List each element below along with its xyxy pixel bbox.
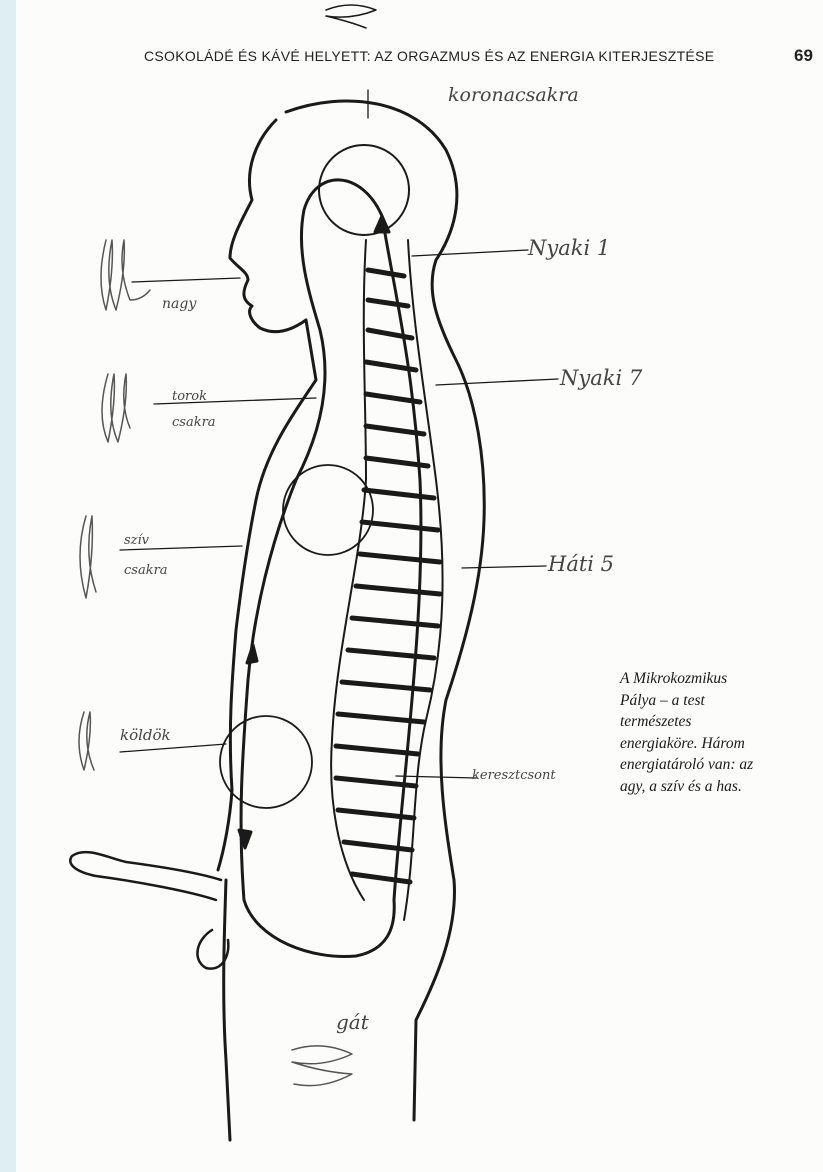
caption-line: energiatároló van: az (620, 754, 823, 776)
caption-line: energiaköre. Három (620, 733, 823, 755)
label-gat: gát (336, 1010, 369, 1034)
caption-line: A Mikrokozmikus (620, 668, 823, 690)
microcosmic-orbit-illustration (16, 0, 823, 1172)
figure-caption: A Mikrokozmikus Pálya – a test természet… (620, 668, 823, 797)
caption-line: természetes (620, 711, 823, 733)
label-sziv-csakra: szív csakra (124, 526, 194, 586)
label-keresztcsont: keresztcsont (472, 768, 556, 783)
book-page: CSOKOLÁDÉ ÉS KÁVÉ HELYETT: AZ ORGAZMUS É… (16, 0, 823, 1172)
label-hati-5: Háti 5 (548, 552, 614, 576)
label-torok-csakra: torok csakra (172, 384, 250, 436)
label-nyaki-1: Nyaki 1 (528, 236, 610, 260)
label-koronacsakra: koronacsakra (448, 84, 579, 106)
caption-line: agy, a szív és a has. (620, 776, 823, 798)
caption-line: Pálya – a test (620, 690, 823, 712)
label-nyaki-7: Nyaki 7 (560, 366, 642, 390)
label-nagy: nagy (162, 296, 196, 312)
label-koldok: köldök (120, 726, 171, 744)
